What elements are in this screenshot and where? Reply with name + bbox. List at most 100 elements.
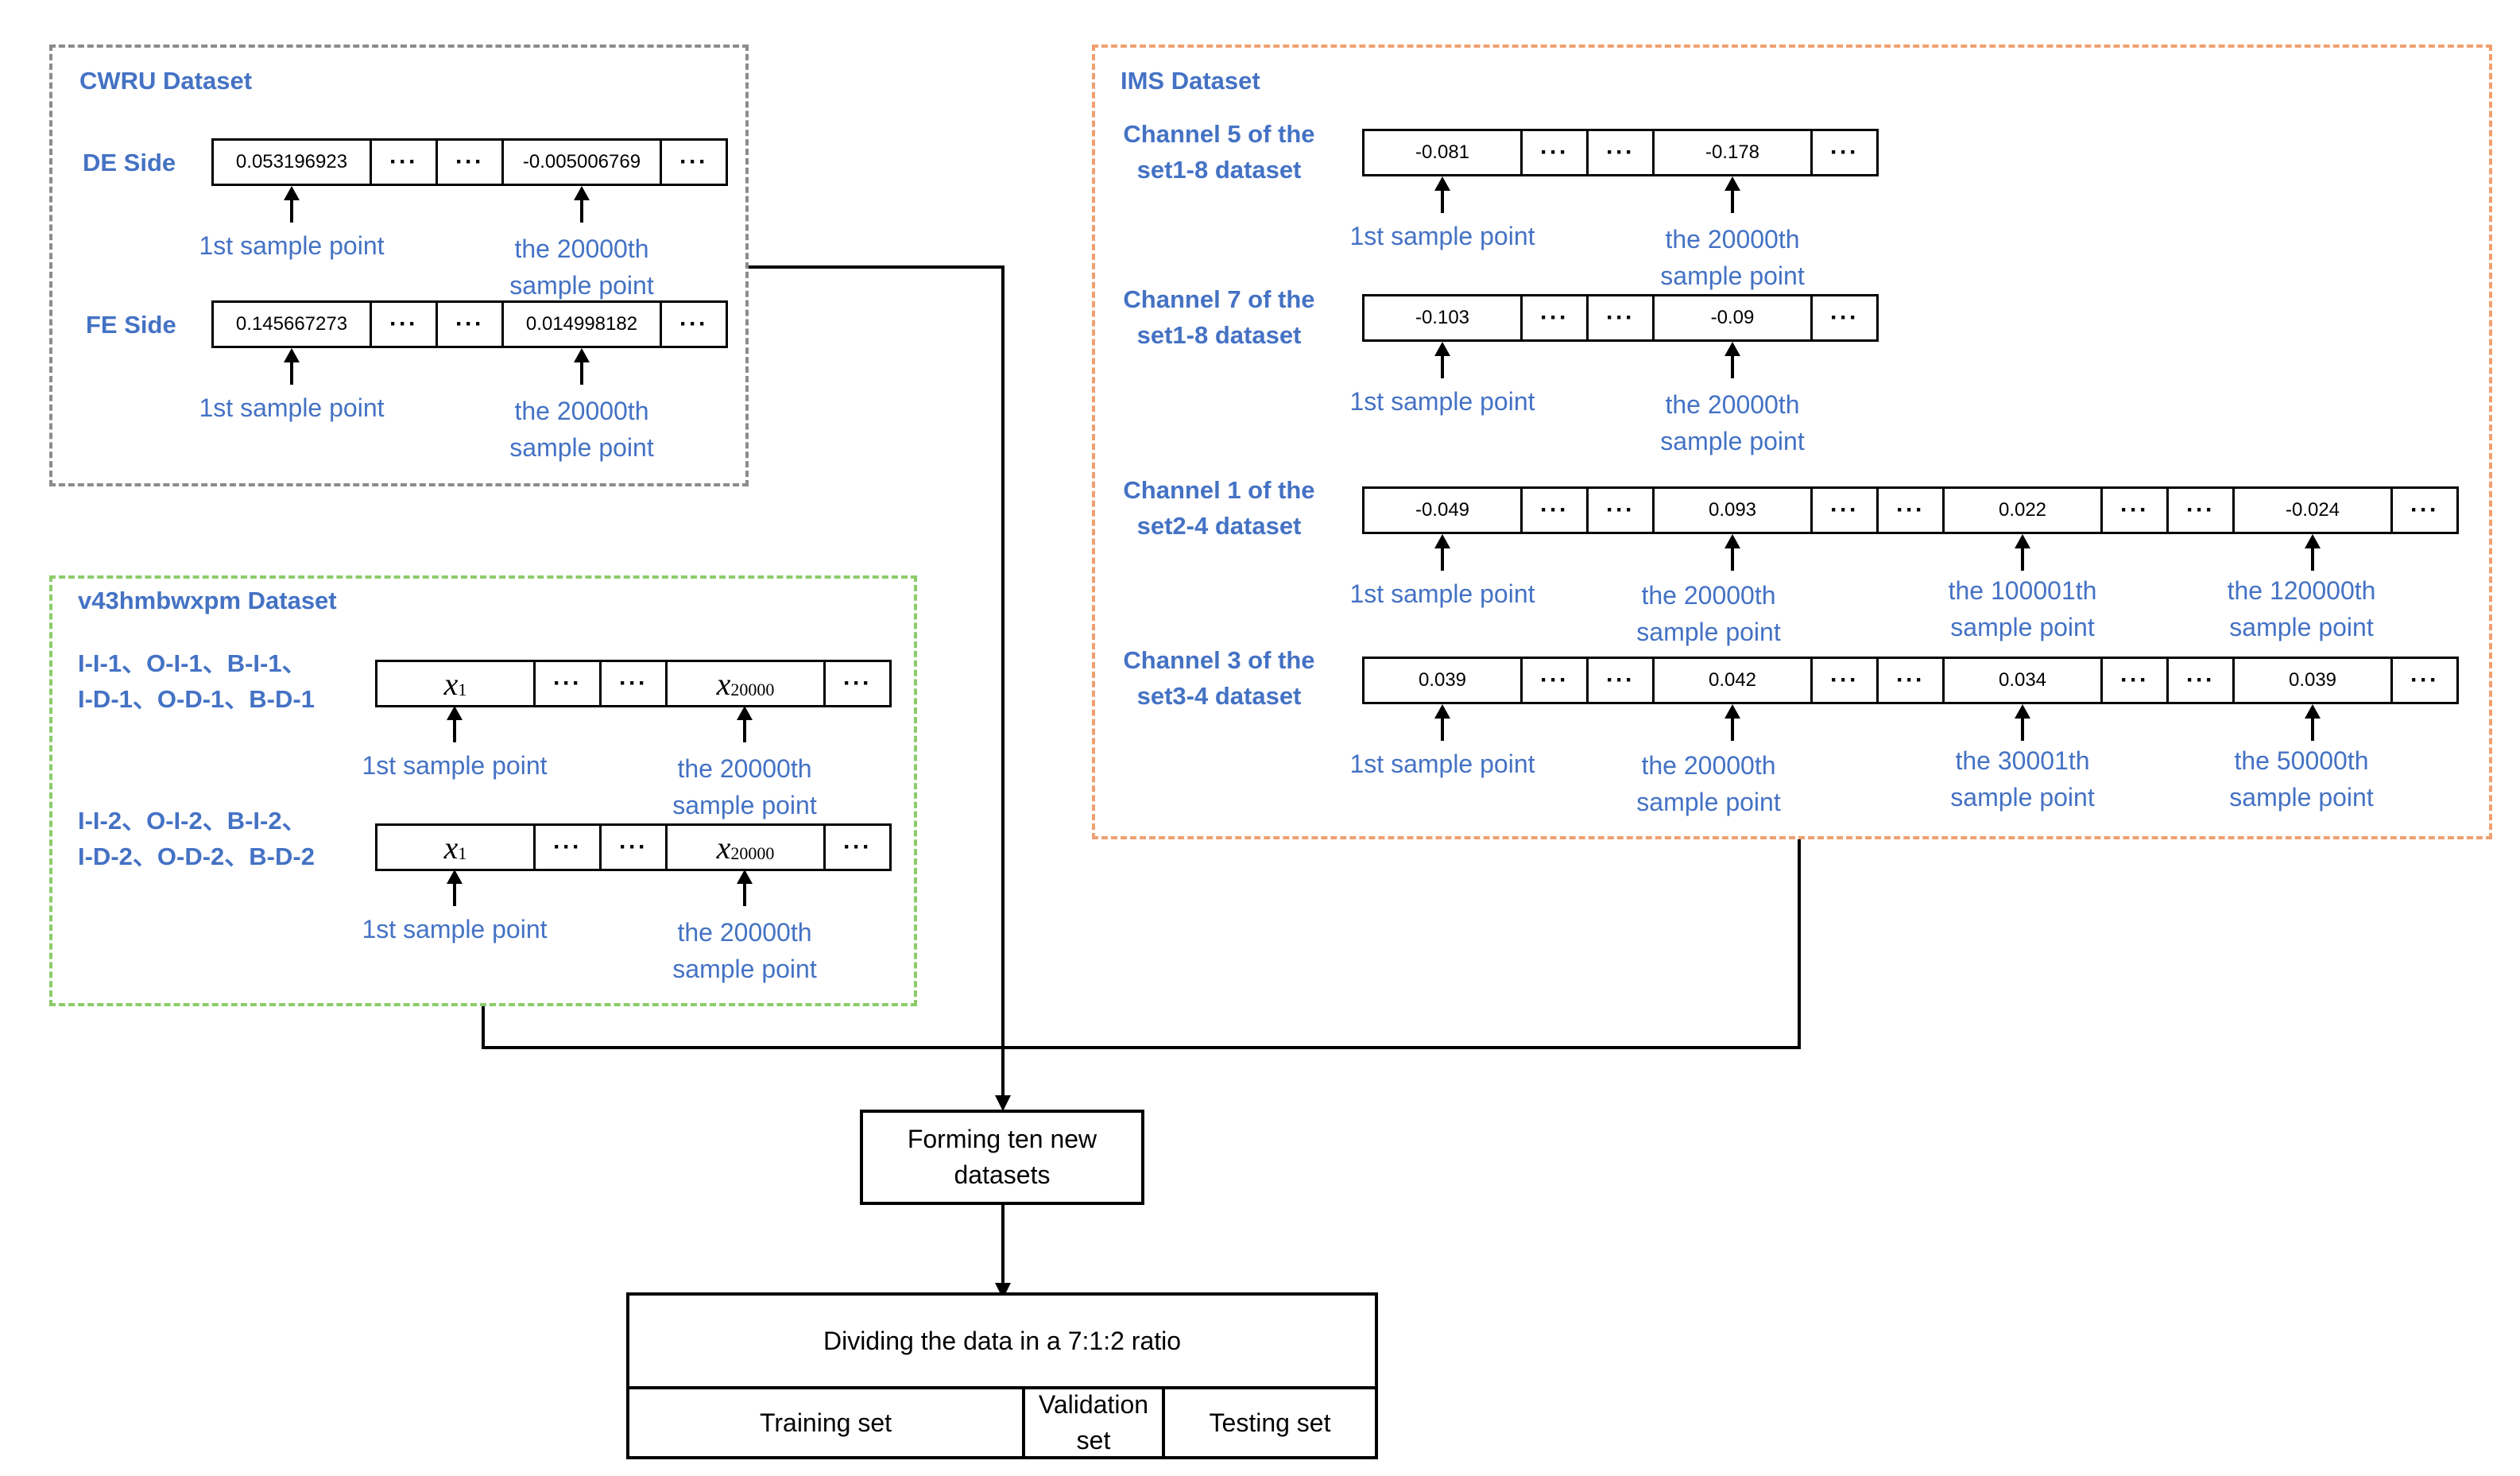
- v43-row2-cap-20000: the 20000th sample point: [672, 914, 816, 987]
- ims-row3-cell-4: -0.024: [2232, 486, 2393, 534]
- ims-row1-arrow-2: [1725, 176, 1740, 213]
- ims-row2-dots-3: ···: [1810, 294, 1879, 342]
- connector-v43-vertical: [482, 1006, 485, 1049]
- connector-bottom-horizontal: [482, 1046, 1801, 1049]
- dividing-ratio-box: Dividing the data in a 7:1:2 ratio: [626, 1292, 1378, 1389]
- ims-row4-cap-50000-text: the 50000th sample point: [2229, 746, 2374, 812]
- v43-row1-x1-var: x: [443, 665, 459, 702]
- ims-row2-dots-1: ···: [1520, 294, 1589, 342]
- ims-row4-cap-50000: the 50000th sample point: [2229, 742, 2373, 815]
- v43-dataset-panel: [49, 575, 917, 1006]
- v43-row1-arrow-last: [737, 706, 753, 742]
- v43-row2-x20000-var: x: [716, 829, 731, 866]
- ims-row3-dots-2: ···: [1586, 486, 1655, 534]
- v43-row1-cap-first: 1st sample point: [362, 751, 548, 780]
- ims-row3-cap-20000-text: the 20000th sample point: [1636, 581, 1781, 646]
- ims-row3-label: Channel 1 of the set2-4 dataset: [1123, 476, 1315, 540]
- connector-cwru-horizontal: [749, 265, 1005, 269]
- ims-row4-dots-3: ···: [1810, 657, 1879, 704]
- v43-row2-x1-sub: 1: [458, 843, 467, 863]
- ims-row4-dots-6: ···: [2166, 657, 2235, 704]
- testing-set-cell: Testing set: [1162, 1386, 1378, 1459]
- ims-row3-dots-7: ···: [2390, 486, 2459, 534]
- v43-row1-cap-20000-text: the 20000th sample point: [672, 754, 817, 819]
- forming-datasets-box: Forming ten new datasets: [860, 1110, 1144, 1205]
- ims-row3-cap-first: 1st sample point: [1349, 579, 1535, 608]
- cwru-de-cap-20000-text: the 20000th sample point: [509, 234, 654, 300]
- ims-row4-cell-2: 0.042: [1652, 657, 1813, 704]
- ims-row1-cap-first: 1st sample point: [1349, 222, 1535, 250]
- v43-row2-x1-var: x: [443, 829, 459, 866]
- cwru-de-cap-first: 1st sample point: [199, 231, 385, 260]
- v43-row1-dots-3: ···: [823, 660, 892, 707]
- ims-row4-dots-5: ···: [2100, 657, 2169, 704]
- ims-row2-cap-first: 1st sample point: [1349, 387, 1535, 416]
- ims-row3-cap-20000: the 20000th sample point: [1636, 577, 1780, 650]
- ims-row1-dots-2: ···: [1586, 129, 1655, 176]
- cwru-fe-arrow-first: [284, 348, 300, 385]
- cwru-de-arrow-last: [574, 186, 590, 223]
- ims-row2-cap-20000: the 20000th sample point: [1660, 386, 1804, 459]
- ims-row4-arrow-2: [1725, 704, 1740, 741]
- cwru-fe-dots-1: ···: [370, 300, 438, 348]
- connector-ims-vertical: [1798, 839, 1801, 1049]
- ims-row3-arrow-2: [1725, 534, 1740, 571]
- ims-row3-cell-2: 0.093: [1652, 486, 1813, 534]
- ims-row4-dots-1: ···: [1520, 657, 1589, 704]
- v43-row2-x20000-sub: 20000: [730, 843, 775, 863]
- v43-row1-cap-20000: the 20000th sample point: [672, 750, 816, 823]
- v43-title: v43hmbwxpm Dataset: [78, 587, 337, 614]
- v43-row2-arrow-first: [447, 870, 463, 906]
- cwru-fe-dots-3: ···: [660, 300, 728, 348]
- validation-set-cell: Validation set: [1022, 1386, 1165, 1459]
- ims-row1-cell-1: -0.081: [1362, 129, 1523, 176]
- v43-row1-dots-1: ···: [533, 660, 602, 707]
- cwru-de-dots-2: ···: [435, 138, 504, 186]
- v43-row2-label: I-I-2、O-I-2、B-I-2、 I-D-2、O-D-2、B-D-2: [78, 807, 315, 870]
- cwru-fe-dots-2: ···: [435, 300, 504, 348]
- v43-row2-dots-2: ···: [599, 823, 668, 871]
- ims-row3-cap-120000-text: the 120000th sample point: [2227, 576, 2376, 641]
- ims-row3-arrow-3: [2015, 534, 2030, 571]
- cwru-fe-label: FE Side: [86, 311, 176, 339]
- v43-row1-arrow-first: [447, 706, 463, 742]
- ims-row4-cell-3: 0.034: [1942, 657, 2103, 704]
- cwru-de-label: DE Side: [83, 149, 176, 176]
- cwru-dataset-panel: [49, 45, 749, 486]
- ims-row4-dots-4: ···: [1876, 657, 1945, 704]
- ims-row1-label: Channel 5 of the set1-8 dataset: [1123, 120, 1315, 184]
- ims-row2-arrow-2: [1725, 342, 1740, 378]
- cwru-title: CWRU Dataset: [79, 67, 253, 95]
- ims-row3-arrow-1: [1434, 534, 1450, 571]
- ims-row1-cap-20000: the 20000th sample point: [1660, 221, 1804, 294]
- cwru-fe-cap-20000: the 20000th sample point: [509, 393, 653, 466]
- cwru-de-dots-3: ···: [660, 138, 728, 186]
- v43-row2-dots-3: ···: [823, 823, 892, 871]
- ims-row4-arrow-4: [2305, 704, 2321, 741]
- v43-row1-x20000-sub: 20000: [730, 680, 775, 699]
- ims-row4-dots-2: ···: [1586, 657, 1655, 704]
- connector-main-down-arrow: [995, 265, 1011, 1111]
- ims-row1-dots-3: ···: [1810, 129, 1879, 176]
- ims-row1-dots-1: ···: [1520, 129, 1589, 176]
- ims-row3-cap-120000: the 120000th sample point: [2228, 572, 2376, 645]
- ims-row3-dots-1: ···: [1520, 486, 1589, 534]
- ims-row4-cap-20000-text: the 20000th sample point: [1636, 751, 1781, 816]
- cwru-de-last-cell: -0.005006769: [501, 138, 662, 186]
- ims-row4-arrow-3: [2015, 704, 2030, 741]
- cwru-fe-last-cell: 0.014998182: [501, 300, 662, 348]
- cwru-fe-arrow-last: [574, 348, 590, 385]
- connector-forming-to-dividing: [995, 1205, 1011, 1299]
- ims-row3-cell-1: -0.049: [1362, 486, 1523, 534]
- ims-row2-dots-2: ···: [1586, 294, 1655, 342]
- cwru-de-first-cell: 0.053196923: [211, 138, 372, 186]
- ims-row4-cap-30001: the 30001th sample point: [1950, 742, 2094, 815]
- v43-row2-cap-20000-text: the 20000th sample point: [672, 918, 817, 983]
- v43-row2-cap-first: 1st sample point: [362, 915, 548, 943]
- training-set-cell: Training set: [626, 1386, 1025, 1459]
